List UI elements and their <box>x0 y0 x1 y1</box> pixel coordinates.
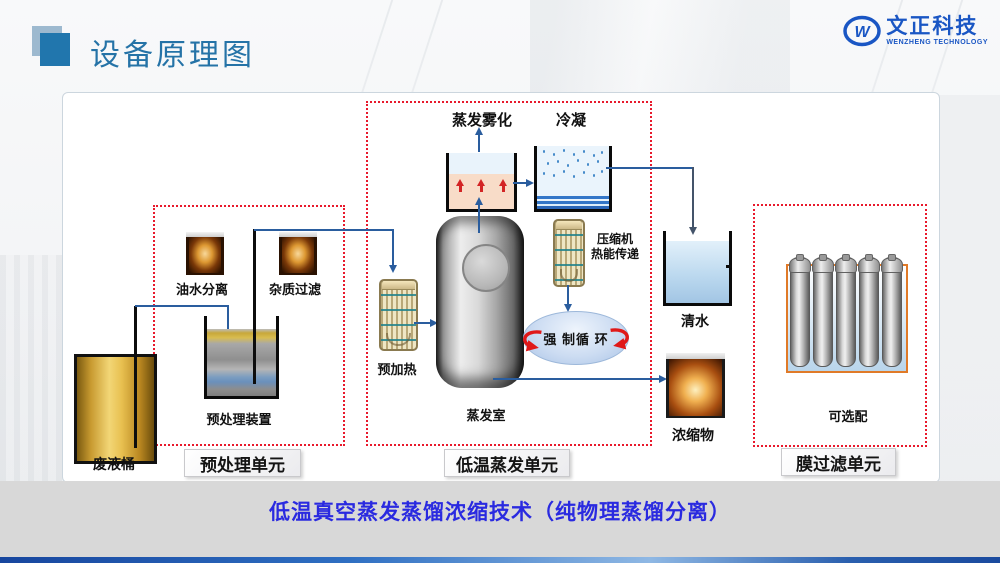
flow-arrow-down-icon <box>389 265 397 273</box>
flow-line <box>606 167 694 169</box>
background-watermark-right <box>938 95 1000 485</box>
preheater-coil <box>379 279 418 351</box>
evaporation-chamber-tank <box>436 216 524 388</box>
compressor-label: 压缩机 热能传递 <box>583 232 647 262</box>
pipe <box>253 229 256 384</box>
flow-line <box>478 134 480 152</box>
logo-name: 文正科技 <box>886 15 979 38</box>
clean-water-label: 清水 <box>681 313 709 329</box>
flow-arrow-up-icon <box>475 197 483 205</box>
flow-arrow-right-icon <box>430 319 438 327</box>
droplets-icon <box>543 150 545 153</box>
flow-line <box>513 182 528 184</box>
bottom-accent-bar <box>0 557 1000 563</box>
caption-band <box>0 481 1000 563</box>
forced-circulation-label: 强 制循 环 <box>543 331 609 347</box>
optional-label: 可选配 <box>828 409 868 424</box>
pretreatment-unit-label: 预处理单元 <box>184 449 301 477</box>
evaporation-chamber-label: 蒸发室 <box>466 408 506 423</box>
background-watermark-left <box>0 255 62 490</box>
pretreatment-device-fill <box>207 329 276 396</box>
oil-water-separation-label: 油水分离 <box>175 282 228 297</box>
condenser-vessel <box>534 146 612 212</box>
membrane-filter-box <box>786 254 908 373</box>
evaporation-unit-label: 低温蒸发单元 <box>444 449 570 477</box>
porthole-icon <box>462 244 510 292</box>
atomization-vapor-zone <box>449 153 514 176</box>
logo-subtitle: WENZHENG TECHNOLOGY <box>886 39 988 46</box>
flow-line <box>567 285 569 304</box>
red-up-arrow-icon <box>477 175 486 193</box>
pretreatment-unit-box <box>153 205 345 446</box>
filter-cylinder <box>835 254 857 367</box>
pretreatment-device-label: 预处理装置 <box>206 412 272 427</box>
membrane-unit-box <box>753 204 927 447</box>
flow-arrow-down-icon <box>564 304 572 312</box>
membrane-unit-label: 膜过滤单元 <box>781 448 896 476</box>
filter-cylinder <box>881 254 903 367</box>
clean-water-fill <box>666 241 729 303</box>
forced-circulation-ellipse: 强 制循 环 <box>523 311 629 365</box>
waste-barrel <box>74 354 157 464</box>
compressor-label-line2: 热能传递 <box>590 247 639 261</box>
flow-line <box>392 229 394 265</box>
flow-line <box>254 229 394 231</box>
circulation-red-arrow-icon <box>523 330 542 352</box>
preheat-label: 预加热 <box>377 362 417 377</box>
background-watermark-topright <box>530 0 790 92</box>
red-up-arrow-icon <box>455 175 464 193</box>
impurity-filtration-jar <box>279 232 317 275</box>
red-up-arrow-icon <box>499 175 508 193</box>
condensation-label: 冷凝 <box>555 112 586 129</box>
caption-text: 低温真空蒸发蒸馏浓缩技术（纯物理蒸馏分离） <box>269 501 731 524</box>
flow-line <box>692 167 694 227</box>
concentrate-label: 浓缩物 <box>672 427 714 443</box>
concentrate-vessel <box>666 353 725 418</box>
flow-arrow-down-icon <box>689 227 697 235</box>
evaporation-unit-box <box>366 101 652 446</box>
flow-line <box>414 322 432 324</box>
impurity-filtration-label: 杂质过滤 <box>268 282 321 297</box>
vessel-spout <box>726 265 732 268</box>
atomization-label: 蒸发雾化 <box>451 112 512 129</box>
compressor-coil <box>553 219 585 287</box>
filter-cylinder <box>858 254 880 367</box>
oil-water-separation-jar <box>186 232 224 275</box>
logo-w-icon: W <box>842 14 882 48</box>
clean-water-vessel <box>663 231 732 306</box>
pipe <box>134 306 137 448</box>
flow-arrow-up-icon <box>475 127 483 135</box>
title-square-icon <box>40 33 70 66</box>
company-logo: W 文正科技 WENZHENG TECHNOLOGY <box>842 14 988 48</box>
flow-line <box>493 378 661 380</box>
flow-line <box>135 305 229 307</box>
flow-arrow-right-icon <box>526 179 534 187</box>
diagram-panel: 废液桶 油水分离 杂质过滤 预处理装置 预加热 蒸发室 蒸发雾化 冷凝 <box>62 92 940 483</box>
compressor-label-line1: 压缩机 <box>596 232 633 246</box>
waste-barrel-label: 废液桶 <box>93 456 135 472</box>
circulation-red-arrow-icon <box>610 328 629 350</box>
page-title: 设备原理图 <box>90 39 255 72</box>
water-waves-icon <box>537 196 609 209</box>
svg-text:W: W <box>855 24 872 41</box>
filter-cylinder <box>789 254 811 367</box>
flow-line <box>227 305 229 335</box>
filter-cylinder <box>812 254 834 367</box>
flow-line <box>478 205 480 233</box>
flow-arrow-right-icon <box>659 375 667 383</box>
pretreatment-device <box>204 316 279 399</box>
